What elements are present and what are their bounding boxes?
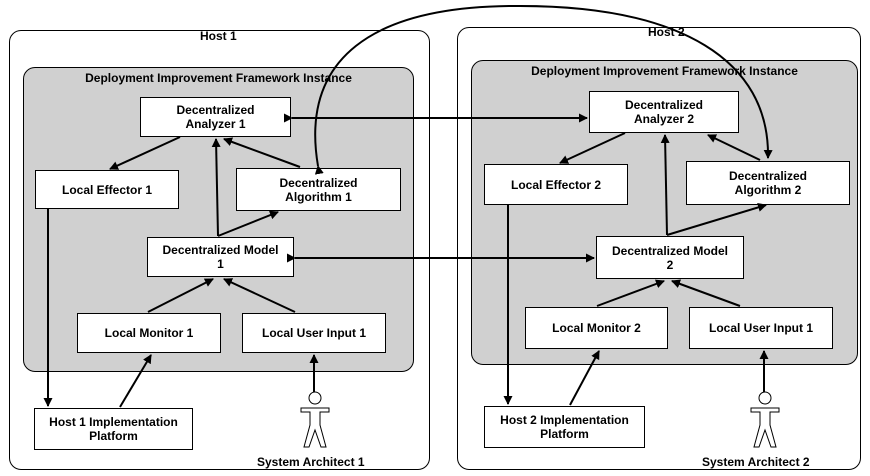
host-2-algorithm-box: Decentralized Algorithm 2 [686,161,850,205]
host-1-analyzer-box: Decentralized Analyzer 1 [140,97,291,137]
host-2-user-input-box: Local User Input 1 [689,307,833,349]
host-2-platform-box: Host 2 Implementation Platform [484,406,645,448]
host-2-model-box: Decentralized Model 2 [596,236,744,279]
host-1-algorithm-box: Decentralized Algorithm 1 [236,168,401,211]
host-1-user-input-box: Local User Input 1 [242,313,386,353]
host-2-effector-box: Local Effector 2 [484,164,628,205]
host-1-monitor-box: Local Monitor 1 [77,313,221,353]
host-2-label: Host 2 [648,25,685,39]
host-1-model-box: Decentralized Model 1 [147,237,294,277]
host-2-instance-label: Deployment Improvement Framework Instanc… [531,64,798,78]
host-2-analyzer-box: Decentralized Analyzer 2 [589,91,739,133]
host-1-effector-box: Local Effector 1 [35,170,179,209]
host-1-label: Host 1 [200,29,237,43]
system-architect-1-label: System Architect 1 [257,455,365,469]
host-1-platform-box: Host 1 Implementation Platform [34,408,193,450]
system-architect-2-label: System Architect 2 [702,455,810,469]
host-1-instance-label: Deployment Improvement Framework Instanc… [85,71,352,85]
host-2-monitor-box: Local Monitor 2 [525,307,668,349]
